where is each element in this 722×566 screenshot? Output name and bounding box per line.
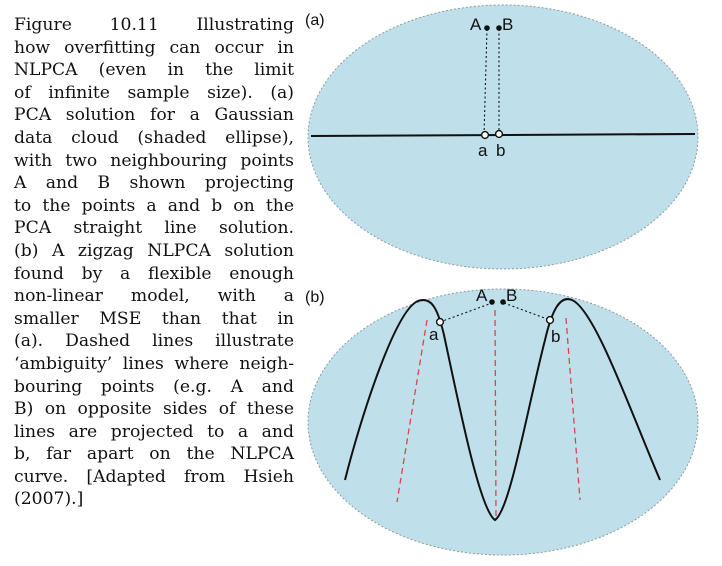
caption-line: B) on opposite sides of these <box>14 399 294 420</box>
caption-line: with two neighbouring points <box>14 150 294 171</box>
caption-line: PCA solution for a Gaussian <box>14 105 294 126</box>
caption-line: to the points a and b on the <box>14 195 294 216</box>
point-B-label: B <box>502 15 513 34</box>
caption-line: NLPCA (even in the limit <box>14 60 294 81</box>
point-A-label: A <box>476 286 488 305</box>
projection-a-label: a <box>478 141 488 160</box>
caption-line: bouring points (e.g. A and <box>14 376 294 397</box>
ambiguity-line-center <box>494 309 497 517</box>
caption-line: b, far apart on the NLPCA <box>14 444 294 465</box>
caption-line: (a). Dashed lines illustrate <box>14 331 294 352</box>
figure-diagram: (a) A B a b (b) A B a b <box>305 4 699 556</box>
caption-line: non-linear model, with a <box>14 286 294 307</box>
projection-a-label: a <box>429 325 439 344</box>
panel-b-label: (b) <box>305 289 325 306</box>
nlpca-zigzag-curve <box>344 298 661 522</box>
point-B <box>496 25 502 31</box>
panel-a: (a) A B a b <box>305 4 699 270</box>
projection-a <box>435 317 445 327</box>
caption-line: data cloud (shaded ellipse), <box>14 127 294 148</box>
projection-b <box>494 129 504 139</box>
ambiguity-line-left <box>396 319 428 503</box>
ambiguity-line-right <box>565 317 581 501</box>
point-B <box>500 299 506 305</box>
caption-line: Figure 10.11 Illustrating <box>14 15 294 35</box>
figure-caption: Figure 10.11 Illustrating how overfittin… <box>14 14 294 511</box>
data-cloud-ellipse <box>307 288 699 556</box>
caption-line: smaller MSE than that in <box>14 308 294 329</box>
data-cloud-ellipse <box>307 4 699 270</box>
caption-line: (2007).] <box>14 489 84 510</box>
caption-line: (b) A zigzag NLPCA solution <box>14 240 294 261</box>
panel-a-label: (a) <box>305 12 325 29</box>
point-A-label: A <box>470 15 482 34</box>
caption-line: PCA straight line solution. <box>14 218 294 239</box>
point-A <box>489 299 495 305</box>
projection-b-label: b <box>496 141 505 160</box>
caption-line: ‘ambiguity’ lines where neigh- <box>14 353 294 374</box>
caption-line: found by a flexible enough <box>14 263 294 284</box>
projection-line-a <box>439 302 493 323</box>
projection-b-label: b <box>551 327 560 346</box>
caption-line: curve. [Adapted from Hsieh <box>14 466 294 487</box>
pca-line <box>310 133 696 137</box>
projection-a <box>480 130 490 140</box>
caption-line: how overfitting can occur in <box>14 37 294 58</box>
panel-b: (b) A B a b <box>305 286 699 556</box>
point-A <box>484 25 490 31</box>
point-B-label: B <box>506 286 517 305</box>
caption-line: of infinite sample size). (a) <box>14 82 294 103</box>
projection-b <box>545 315 555 325</box>
caption-line: A and B shown projecting <box>14 173 294 194</box>
projection-line-b <box>503 302 551 321</box>
caption-line: lines are projected to a and <box>14 421 294 442</box>
